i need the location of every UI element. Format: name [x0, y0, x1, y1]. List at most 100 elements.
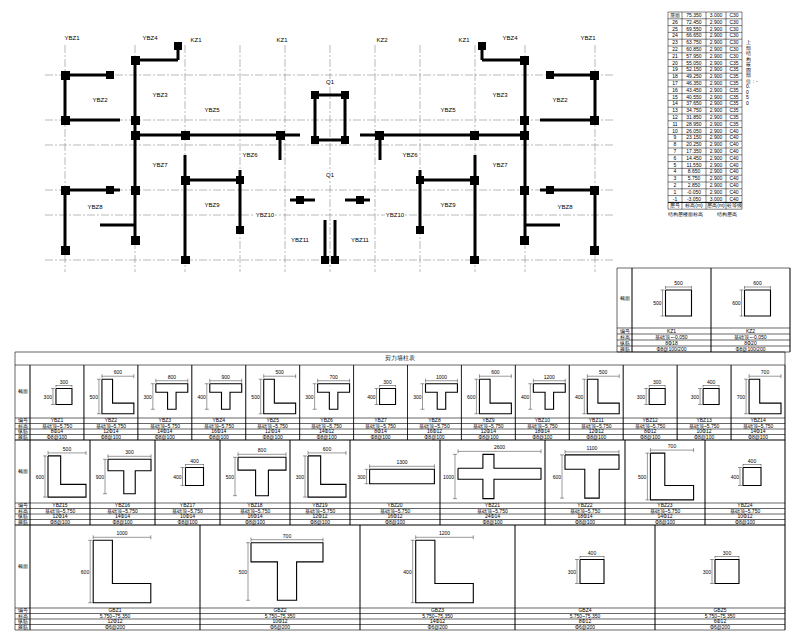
dimension-text: 300: [678, 394, 699, 400]
dimension-line: [375, 384, 396, 405]
table-rule: [668, 209, 742, 210]
edge-column: [311, 91, 319, 99]
edge-column: [181, 176, 190, 185]
dimension-line: [528, 379, 565, 410]
dimension-line: [582, 413, 586, 414]
dimension-line: [303, 497, 307, 498]
column-spec-cell: 400400YBZ24基础顶~5.75010Φ12Φ8@100: [705, 440, 785, 525]
table-cell-text: C35: [726, 60, 742, 67]
dimension-line: [349, 379, 350, 383]
table-rule: [625, 440, 626, 525]
dimension-text: 600: [103, 369, 133, 375]
dimension-line: [313, 379, 350, 410]
dimension-text: 400: [577, 550, 607, 556]
dimension-line: [286, 452, 287, 456]
shear-wall: [65, 119, 120, 122]
dimension-line: [560, 454, 564, 455]
member-label: KZ1: [457, 37, 470, 43]
table-cell-text: C40: [726, 175, 742, 182]
dimension-line: [646, 389, 647, 405]
dimension-line: [712, 560, 713, 584]
dimension-line: [205, 409, 209, 410]
spec-text: Φ8@100: [90, 520, 155, 526]
member-label: YBZ5: [203, 107, 220, 113]
dimension-line: [365, 464, 435, 483]
table-cell-text: 层号: [668, 202, 682, 209]
dimension-line: [295, 374, 296, 378]
dimension-line: [51, 388, 55, 389]
dimension-text: 600: [31, 474, 44, 480]
dimension-line: [619, 450, 620, 454]
member-label: YBZ2: [551, 97, 568, 103]
shear-wall: [594, 190, 597, 250]
edge-column: [296, 196, 304, 204]
dimension-line: [698, 404, 702, 405]
dimension-line: [233, 457, 237, 458]
dimension-text: 700: [272, 533, 302, 539]
edge-column: [61, 186, 70, 195]
edge-column: [356, 196, 364, 204]
table-cell-text: 11.550: [682, 162, 706, 169]
column-spec-cell: 500500KZ1基础顶~-0.0508Φ18Φ8@100/200: [632, 268, 711, 352]
dimension-line: [584, 379, 585, 414]
table-cell-text: 6: [668, 155, 682, 162]
table-cell-text: 2.900: [706, 189, 726, 196]
table-rule: [15, 525, 785, 526]
table-cell-text: 28.950: [682, 121, 706, 128]
edge-column: [470, 176, 479, 185]
dimension-line: [97, 374, 134, 414]
spec-text: Φ8@100: [246, 435, 300, 441]
table-cell-text: 63.750: [682, 39, 706, 46]
spec-text: Φ8@100: [138, 435, 192, 441]
dimension-line: [259, 413, 263, 414]
table-rule: [623, 365, 624, 440]
table-cell-text: 21: [668, 53, 682, 60]
shear-wall: [550, 74, 595, 77]
dimension-line: [235, 457, 236, 495]
spec-text: Φ8@100: [300, 435, 354, 441]
edge-column: [331, 256, 339, 264]
dimension-line: [740, 290, 744, 291]
dimension-text: 400: [516, 394, 529, 400]
spec-text: 基础顶~-0.050: [711, 334, 790, 340]
section-outline: [426, 384, 458, 410]
table-rule: [15, 352, 16, 630]
dimension-line: [314, 384, 315, 410]
dimension-line: [474, 374, 511, 414]
table-cell-text: C35: [726, 107, 742, 114]
dimension-text: 400: [361, 569, 412, 575]
table-cell-text: 2.900: [706, 39, 726, 46]
spec-text: Φ8@100: [625, 520, 705, 526]
table-rule: [407, 365, 408, 440]
dimension-line: [241, 379, 242, 383]
dimension-line: [48, 451, 49, 455]
dimension-line: [251, 539, 323, 540]
dimension-line: [434, 464, 435, 468]
dimension-line: [248, 543, 249, 601]
table-rule: [83, 365, 84, 440]
dimension-text: 500: [633, 300, 662, 306]
table-rule: [90, 440, 91, 525]
table-rule: [15, 619, 785, 620]
table-rule: [15, 624, 785, 625]
table-rule: [15, 608, 785, 609]
table-cell-text: 69.550: [682, 26, 706, 33]
dimension-line: [88, 535, 151, 602]
dimension-text: 300: [291, 474, 304, 480]
dimension-line: [530, 384, 531, 410]
dimension-line: [151, 383, 155, 384]
table-rule: [15, 440, 785, 441]
dimension-text: 400: [706, 474, 739, 480]
dimension-line: [426, 380, 458, 381]
dimension-text: 1000: [441, 474, 454, 480]
dimension-line: [693, 448, 694, 452]
dimension-line: [205, 383, 209, 384]
spec-text: Φ8@100: [569, 435, 623, 441]
table-rule: [655, 525, 656, 630]
table-cell-text: C30: [726, 19, 742, 26]
member-label: YBZ11: [350, 237, 370, 243]
dimension-line: [206, 384, 207, 410]
spec-text: Φ8@100: [84, 435, 138, 441]
column-spec-cell: 1200400YBZ10基础顶~5.75018Φ14Φ8@100: [515, 365, 569, 440]
table-cell-text: 屋面: [668, 12, 682, 19]
